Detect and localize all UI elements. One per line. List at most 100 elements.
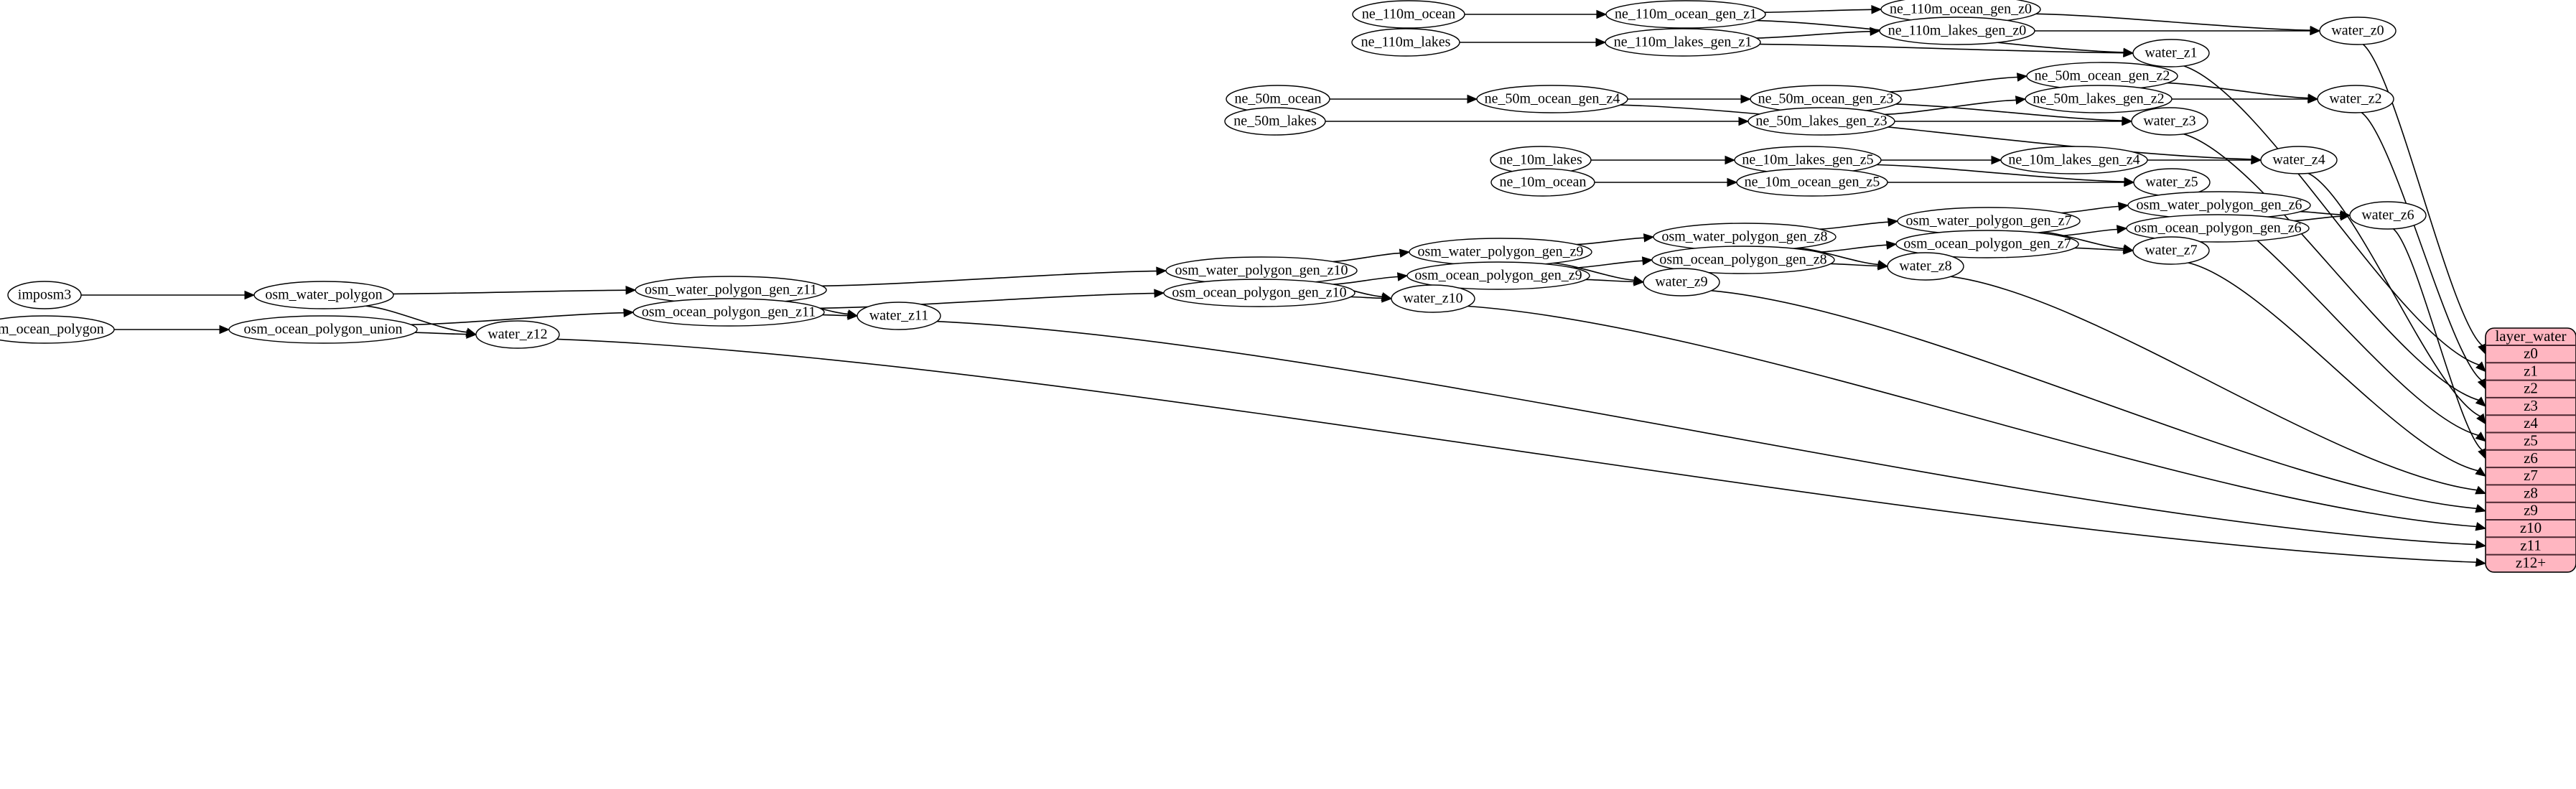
arrowhead-icon xyxy=(1467,94,1478,104)
arrowhead-icon xyxy=(2016,73,2028,82)
node-shape xyxy=(1163,279,1355,307)
node-ne_110m_ocean[interactable]: ne_110m_ocean xyxy=(1352,0,1465,29)
edge-water_z3-to-layer_water.z3 xyxy=(2183,133,2479,401)
node-ne_110m_ocean_gen_z1[interactable]: ne_110m_ocean_gen_z1 xyxy=(1605,0,1766,29)
arrowhead-icon xyxy=(219,325,230,335)
node-water_z1[interactable]: water_z1 xyxy=(2132,39,2210,67)
node-shape xyxy=(1409,238,1592,266)
node-shape xyxy=(2000,146,2148,174)
node-water_z10[interactable]: water_z10 xyxy=(1391,284,1475,313)
node-water_z7[interactable]: water_z7 xyxy=(2132,236,2210,265)
arrowhead-icon xyxy=(2478,448,2486,460)
node-shape xyxy=(2260,146,2338,174)
edge-water_z1-to-layer_water.z1 xyxy=(2183,65,2480,365)
edge-ne_10m_lakes_gen_z5-to-water_z5 xyxy=(1876,164,2125,182)
edge-osm_water_polygon_gen_z7-to-osm_water_polygon_gen_z6 xyxy=(2061,205,2119,214)
edge-osm_ocean_polygon_gen_z11-to-water_z11 xyxy=(822,314,849,317)
node-shape xyxy=(1651,246,1835,274)
edge-osm_water_polygon_gen_z8-to-water_z8 xyxy=(1798,247,1879,266)
node-shape xyxy=(633,298,825,327)
edge-osm_ocean_polygon_union-to-osm_ocean_polygon_gen_z11 xyxy=(411,312,625,325)
node-ne_50m_lakes_gen_z2[interactable]: ne_50m_lakes_gen_z2 xyxy=(2025,85,2173,113)
node-shape xyxy=(2349,201,2427,230)
node-water_z4[interactable]: water_z4 xyxy=(2260,146,2338,174)
node-water_z11[interactable]: water_z11 xyxy=(857,302,941,330)
node-osm_ocean_polygon_union[interactable]: osm_ocean_polygon_union xyxy=(228,315,418,344)
node-shape xyxy=(1747,107,1895,136)
node-shape xyxy=(2126,214,2310,243)
arrowhead-icon xyxy=(2339,212,2351,221)
node-water_z0[interactable]: water_z0 xyxy=(2319,17,2397,45)
edge-osm_ocean_polygon_gen_z6-to-water_z6 xyxy=(2294,215,2341,222)
node-imposm3[interactable]: imposm3 xyxy=(7,281,82,309)
arrowhead-icon xyxy=(1643,233,1655,243)
node-ne_50m_ocean_gen_z4[interactable]: ne_50m_ocean_gen_z4 xyxy=(1476,85,1628,113)
edges-layer xyxy=(80,5,2487,567)
node-osm_ocean_polygon_gen_z11[interactable]: osm_ocean_polygon_gen_z11 xyxy=(633,298,825,327)
node-osm_ocean_polygon[interactable]: osm_ocean_polygon xyxy=(0,315,115,344)
edge-ne_50m_ocean_gen_z3-to-ne_50m_ocean_gen_z2 xyxy=(1889,76,2018,93)
arrowhead-icon xyxy=(1154,289,1165,298)
arrowhead-icon xyxy=(1738,116,1750,126)
node-ne_110m_lakes_gen_z1[interactable]: ne_110m_lakes_gen_z1 xyxy=(1605,28,1761,57)
node-osm_water_polygon[interactable]: osm_water_polygon xyxy=(253,281,394,309)
edge-water_z6-to-layer_water.z6 xyxy=(2392,228,2483,451)
edge-water_z10-to-layer_water.z10 xyxy=(1467,305,2477,528)
edge-osm_water_polygon_gen_z9-to-osm_water_polygon_gen_z8 xyxy=(1576,237,1645,246)
edge-osm_ocean_polygon_gen_z7-to-osm_ocean_polygon_gen_z6 xyxy=(2060,228,2118,237)
arrowhead-icon xyxy=(1871,5,1882,14)
arrowhead-icon xyxy=(1596,9,1607,19)
edge-osm_ocean_polygon_gen_z9-to-water_z9 xyxy=(1585,279,1635,283)
arrowhead-icon xyxy=(623,308,635,317)
node-ne_10m_lakes_gen_z4[interactable]: ne_10m_lakes_gen_z4 xyxy=(2000,146,2148,174)
arrowhead-icon xyxy=(2015,95,2027,105)
node-osm_ocean_polygon_gen_z10[interactable]: osm_ocean_polygon_gen_z10 xyxy=(1163,279,1355,307)
node-shape xyxy=(2132,39,2210,67)
arrowhead-icon xyxy=(2310,26,2321,36)
node-shape xyxy=(1351,28,1460,57)
edge-water_z7-to-layer_water.z7 xyxy=(2188,262,2478,472)
edge-ne_110m_lakes_gen_z1-to-water_z1 xyxy=(1759,43,2124,54)
node-water_z3[interactable]: water_z3 xyxy=(2131,107,2208,136)
node-ne_50m_lakes_gen_z3[interactable]: ne_50m_lakes_gen_z3 xyxy=(1747,107,1895,136)
node-water_z6[interactable]: water_z6 xyxy=(2349,201,2427,230)
arrowhead-icon xyxy=(1991,155,2002,165)
edge-osm_ocean_polygon_gen_z7-to-water_z7 xyxy=(2074,247,2124,251)
node-shape xyxy=(1476,85,1628,113)
node-ne_110m_lakes[interactable]: ne_110m_lakes xyxy=(1351,28,1460,57)
node-ne_110m_lakes_gen_z0[interactable]: ne_110m_lakes_gen_z0 xyxy=(1879,17,2035,45)
node-water_z2[interactable]: water_z2 xyxy=(2317,85,2394,113)
node-shape xyxy=(1490,168,1595,197)
node-shape xyxy=(857,302,941,330)
node-shape xyxy=(475,320,560,349)
edge-water_z0-to-layer_water.z0 xyxy=(2362,44,2483,346)
edge-water_z11-to-layer_water.z11 xyxy=(936,320,2477,546)
arrowhead-icon xyxy=(1877,261,1889,271)
edge-osm_ocean_polygon_gen_z9-to-osm_ocean_polygon_gen_z8 xyxy=(1573,260,1643,269)
edge-osm_ocean_polygon_union-to-water_z12 xyxy=(414,332,467,335)
edge-water_z4-to-layer_water.z4 xyxy=(2307,172,2481,417)
node-shape xyxy=(2319,17,2397,45)
edge-osm_ocean_polygon_gen_z11-to-osm_ocean_polygon_gen_z10 xyxy=(819,292,1155,309)
arrowhead-icon xyxy=(2476,413,2486,425)
node-shape xyxy=(7,281,82,309)
node-water_z8[interactable]: water_z8 xyxy=(1887,252,1964,281)
arrowhead-icon xyxy=(244,290,256,300)
arrowhead-icon xyxy=(2475,361,2486,373)
node-ne_10m_ocean[interactable]: ne_10m_ocean xyxy=(1490,168,1595,197)
arrowhead-icon xyxy=(1885,241,1898,250)
node-water_z12[interactable]: water_z12 xyxy=(475,320,560,349)
arrowhead-icon xyxy=(2475,396,2486,407)
node-ne_10m_ocean_gen_z5[interactable]: ne_10m_ocean_gen_z5 xyxy=(1736,168,1888,197)
node-osm_water_polygon_gen_z9[interactable]: osm_water_polygon_gen_z9 xyxy=(1409,238,1592,266)
node-water_z9[interactable]: water_z9 xyxy=(1643,268,1720,297)
arrowhead-icon xyxy=(2475,467,2487,477)
arrowhead-icon xyxy=(1641,256,1653,266)
node-ne_50m_lakes[interactable]: ne_50m_lakes xyxy=(1224,107,1326,136)
edge-osm_ocean_polygon_gen_z10-to-osm_ocean_polygon_gen_z9 xyxy=(1333,276,1399,285)
edge-ne_110m_ocean_gen_z0-to-water_z0 xyxy=(2035,13,2311,31)
layer-water-table[interactable]: layer_waterz0z1z2z3z4z5z6z7z8z9z10z11z12… xyxy=(2485,327,2576,573)
node-shape xyxy=(1605,0,1766,29)
